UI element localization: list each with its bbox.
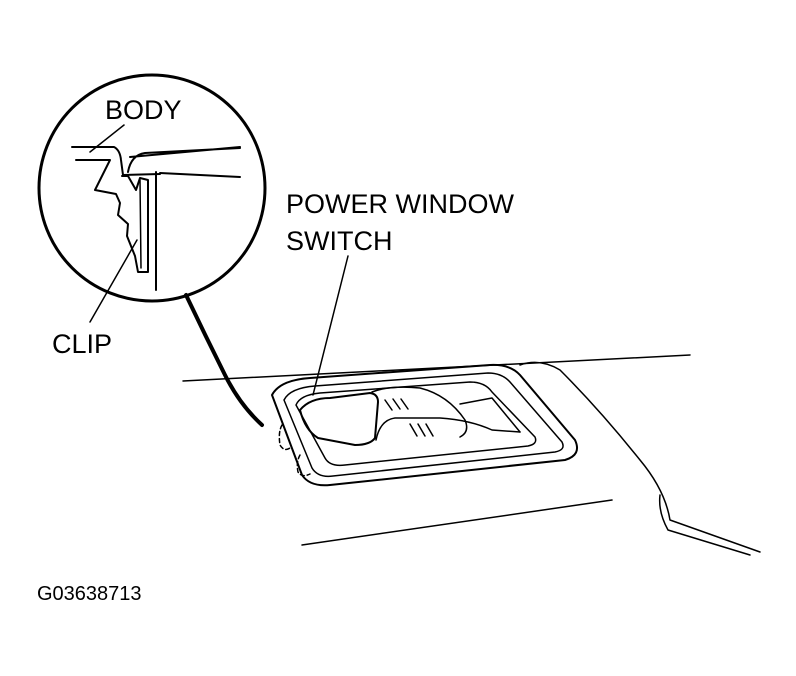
switch-leader [312,255,349,396]
body-panel [127,146,241,291]
detail-circle [37,73,267,303]
switch-body [299,392,379,446]
switch-bezel-mid [283,372,564,478]
figure-code: G03638713 [37,583,142,605]
panel-lower-line [301,499,613,546]
switch-knob-1 [371,386,468,438]
body-edge-lines [71,146,161,176]
switch-bezel-inner [295,381,537,467]
body-leader [89,124,125,153]
clip-label: CLIP [52,329,112,359]
switch-label-line2: SWITCH [286,226,392,256]
clip-indicators [278,424,311,477]
switch-label-line1: POWER WINDOW [286,189,514,219]
switch-grip-hatch [384,398,434,437]
body-label: BODY [105,95,182,125]
clip-leader [89,239,138,323]
clip-part [75,159,149,273]
clip-hidden-1 [278,424,291,451]
detail-inset [37,73,267,323]
power-window-switch [271,363,578,487]
panel-corner-inner [658,494,751,556]
detail-connector [184,293,264,427]
clip-inner [139,179,149,269]
switch-knob-2 [375,417,521,441]
trim-panel [182,354,761,556]
switch-bezel-outer [271,363,578,487]
clip-hidden-2 [296,454,311,477]
panel-corner-edge [519,361,761,553]
switch-groove [459,397,521,433]
